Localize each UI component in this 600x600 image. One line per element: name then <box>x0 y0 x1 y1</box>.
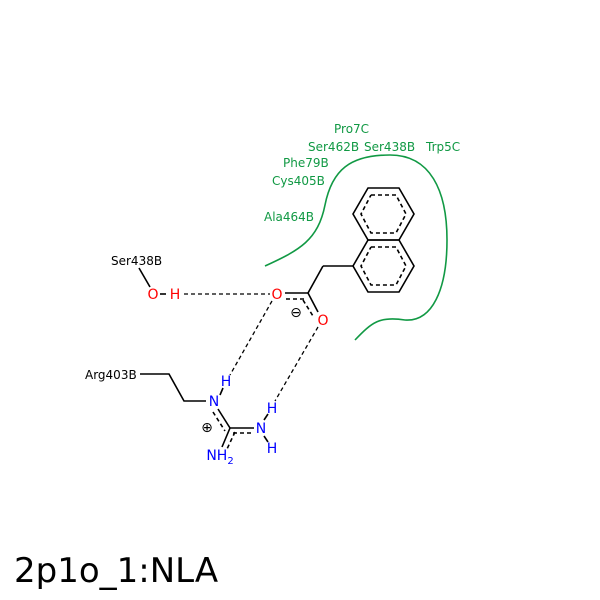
residue-label-ser438b: Ser438B <box>111 254 162 268</box>
hydrophobic-label-pro7c: Pro7C <box>334 122 369 136</box>
residue-label-arg403b: Arg403B <box>85 368 137 382</box>
atom-h-arg-3: H <box>267 441 278 457</box>
hydrogen-bonds <box>184 293 319 402</box>
naphthalene-ring <box>352 187 415 293</box>
atom-n-arg-2: N <box>256 421 266 437</box>
hydrophobic-contour <box>264 154 448 341</box>
atom-h-ser: H <box>170 287 181 303</box>
atom-n-arg-1: N <box>209 394 219 410</box>
hbond-arg-nh-2 <box>274 326 319 402</box>
atom-h-arg-1: H <box>221 374 232 390</box>
atom-o-ligand-2: O <box>317 313 328 329</box>
ligand-bonds <box>285 265 353 317</box>
atom-nh2-arg: NH2 <box>206 448 233 467</box>
diagram-title: 2p1o_1:NLA <box>14 551 219 591</box>
positive-charge-icon: ⊕ <box>201 420 213 436</box>
hydrophobic-label-ser462b: Ser462B <box>308 140 359 154</box>
hydrophobic-label-phe79b: Phe79B <box>283 156 329 170</box>
hbond-arg-nh-1 <box>229 300 273 376</box>
atom-h-arg-2: H <box>267 401 278 417</box>
atom-o-ligand-1: O <box>271 287 282 303</box>
hydrophobic-label-ala464b: Ala464B <box>264 210 314 224</box>
hydrophobic-label-trp5c: Trp5C <box>425 140 460 154</box>
negative-charge-icon: ⊖ <box>290 305 302 321</box>
atom-o-ser: O <box>147 287 158 303</box>
residue-bonds <box>138 267 269 450</box>
hydrophobic-label-ser438b: Ser438B <box>364 140 415 154</box>
hydrophobic-label-cys405b: Cys405B <box>272 174 325 188</box>
